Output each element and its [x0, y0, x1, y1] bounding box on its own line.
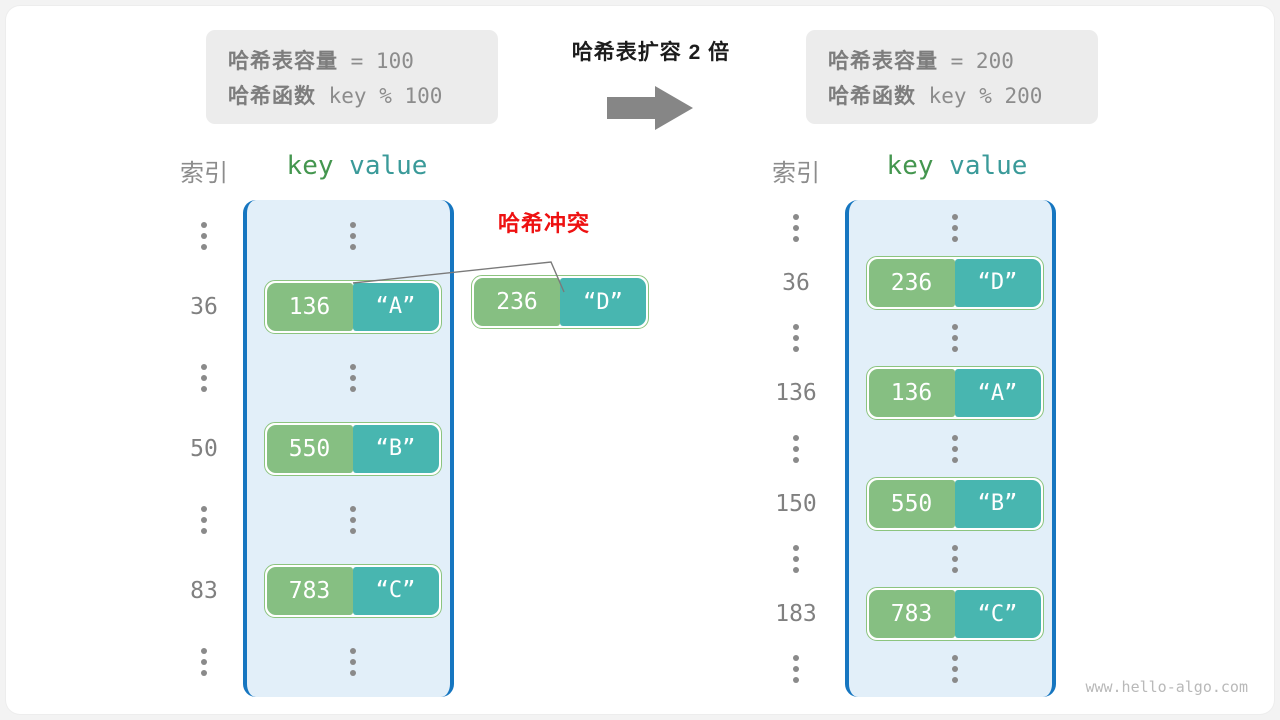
index-ellipsis-marker	[793, 434, 799, 463]
ellipsis-marker	[951, 544, 958, 573]
entry-value: “A”	[352, 282, 439, 331]
after-info-box: 哈希表容量 = 200 哈希函数 key % 200	[806, 30, 1098, 124]
watermark: www.hello-algo.com	[1085, 678, 1248, 696]
index-ellipsis-marker	[793, 655, 799, 684]
after-hash-table-panel: 236“D” 136“A” 550“B” 783“C”	[845, 200, 1056, 697]
after-kv-header: key value	[864, 151, 1050, 181]
after-value-header: value	[949, 151, 1028, 181]
colliding-entry-value: “D”	[560, 278, 646, 326]
entry-value: “C”	[954, 590, 1041, 639]
table-entry: 136“A”	[865, 366, 1044, 421]
after-function-value: key % 200	[916, 84, 1043, 108]
table-entry: 783“C”	[263, 563, 442, 618]
index-label: 136	[775, 380, 817, 407]
after-index-header: 索引	[772, 160, 820, 187]
before-capacity-label: 哈希表容量	[228, 50, 338, 73]
ellipsis-marker	[349, 363, 356, 392]
after-function-line: 哈希函数 key % 200	[828, 79, 1076, 114]
ellipsis-marker	[951, 213, 958, 242]
entry-key: 783	[868, 590, 955, 639]
index-ellipsis-marker	[793, 213, 799, 242]
colliding-entry-key: 236	[474, 278, 560, 326]
ellipsis-marker	[951, 324, 958, 353]
table-entry: 550“B”	[263, 421, 442, 476]
table-entry: 136“A”	[263, 279, 442, 334]
entry-key: 550	[868, 479, 955, 528]
index-label: 83	[190, 577, 218, 604]
index-ellipsis-marker	[201, 363, 207, 392]
entry-value: “C”	[352, 566, 439, 615]
before-hash-table-panel: 136“A” 550“B” 783“C”	[243, 200, 454, 697]
index-label: 36	[782, 269, 810, 296]
colliding-entry: 236 “D”	[471, 275, 649, 329]
table-entry: 236“D”	[865, 255, 1044, 310]
index-ellipsis-marker	[793, 544, 799, 573]
index-ellipsis-marker	[793, 324, 799, 353]
ellipsis-marker	[951, 655, 958, 684]
before-value-header: value	[349, 151, 428, 181]
entry-value: “B”	[954, 479, 1041, 528]
before-function-value: key % 100	[316, 84, 443, 108]
entry-key: 136	[868, 369, 955, 418]
entry-key: 550	[266, 424, 353, 473]
expand-arrow-icon	[607, 84, 697, 132]
after-function-label: 哈希函数	[828, 85, 916, 108]
table-entry: 550“B”	[865, 476, 1044, 531]
expand-title: 哈希表扩容 2 倍	[571, 41, 731, 64]
ellipsis-marker	[951, 434, 958, 463]
ellipsis-marker	[349, 221, 356, 250]
index-label: 50	[190, 435, 218, 462]
before-key-header: key	[286, 151, 334, 181]
index-label: 183	[775, 601, 817, 628]
before-kv-header: key value	[264, 151, 450, 181]
entry-value: “A”	[954, 369, 1041, 418]
before-function-label: 哈希函数	[228, 85, 316, 108]
index-ellipsis-marker	[201, 647, 207, 676]
after-capacity-label: 哈希表容量	[828, 50, 938, 73]
index-label: 36	[190, 293, 218, 320]
after-key-header: key	[886, 151, 934, 181]
after-capacity-value: = 200	[938, 49, 1014, 73]
ellipsis-marker	[349, 505, 356, 534]
entry-key: 783	[266, 566, 353, 615]
entry-key: 236	[868, 258, 955, 307]
before-index-header: 索引	[180, 160, 228, 187]
entry-value: “D”	[954, 258, 1041, 307]
before-function-line: 哈希函数 key % 100	[228, 79, 476, 114]
table-entry: 783“C”	[865, 587, 1044, 642]
diagram-canvas: 哈希表容量 = 100 哈希函数 key % 100 哈希表扩容 2 倍 哈希表…	[6, 6, 1274, 714]
before-capacity-value: = 100	[338, 49, 414, 73]
before-capacity-line: 哈希表容量 = 100	[228, 44, 476, 79]
collision-label: 哈希冲突	[498, 211, 591, 236]
index-label: 150	[775, 490, 817, 517]
entry-key: 136	[266, 282, 353, 331]
after-capacity-line: 哈希表容量 = 200	[828, 44, 1076, 79]
index-ellipsis-marker	[201, 505, 207, 534]
index-ellipsis-marker	[201, 221, 207, 250]
entry-value: “B”	[352, 424, 439, 473]
ellipsis-marker	[349, 647, 356, 676]
before-info-box: 哈希表容量 = 100 哈希函数 key % 100	[206, 30, 498, 124]
